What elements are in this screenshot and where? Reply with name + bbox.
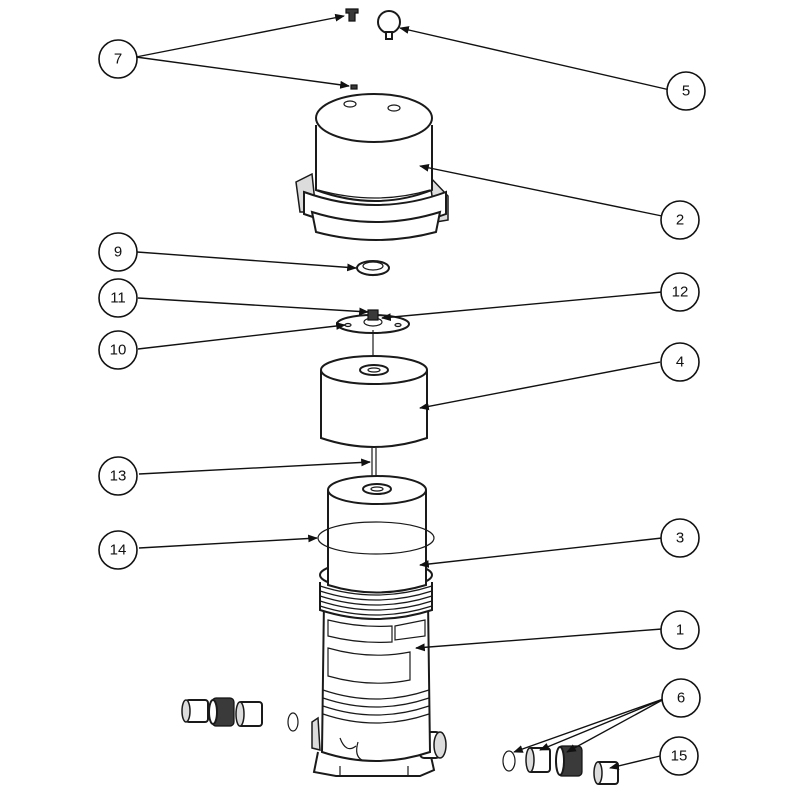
callout-label: 14 [110, 542, 127, 559]
callout-11: 11 [98, 278, 138, 318]
pin-part [350, 84, 358, 90]
callout-label: 3 [676, 530, 684, 547]
callout-label: 12 [672, 284, 689, 301]
callout-15: 15 [659, 736, 699, 776]
o-ring-part [317, 521, 435, 555]
callout-label: 7 [114, 51, 122, 68]
spring-ring-part [356, 260, 390, 277]
callout-5: 5 [666, 71, 706, 111]
callout-label: 4 [676, 354, 684, 371]
callout-label: 2 [676, 212, 684, 229]
callout-1: 1 [660, 610, 700, 650]
callout-3: 3 [660, 518, 700, 558]
callout-label: 15 [671, 748, 688, 765]
callout-14: 14 [98, 530, 138, 570]
callout-13: 13 [98, 456, 138, 496]
callout-6: 6 [661, 678, 701, 718]
tail-piece-part [593, 761, 619, 785]
screw-part [345, 8, 359, 22]
callout-label: 13 [110, 468, 127, 485]
gauge-part [377, 10, 401, 40]
right-union-fittings [502, 745, 583, 777]
callout-4: 4 [660, 342, 700, 382]
filter-lid-part [295, 93, 449, 241]
upper-cartridge-part [320, 355, 428, 448]
callout-10: 10 [98, 330, 138, 370]
leader-lines [135, 13, 671, 770]
callout-label: 11 [110, 290, 126, 307]
callout-label: 1 [676, 622, 684, 639]
callout-2: 2 [660, 200, 700, 240]
callout-label: 9 [114, 244, 122, 261]
callout-7: 7 [98, 39, 138, 79]
callout-9: 9 [98, 232, 138, 272]
left-union-fittings [181, 697, 299, 732]
callout-12: 12 [660, 272, 700, 312]
callout-label: 5 [682, 83, 690, 100]
top-plate-part [336, 309, 410, 334]
lower-cartridge-part [327, 475, 427, 594]
callout-label: 10 [110, 342, 127, 359]
callout-label: 6 [677, 690, 685, 707]
